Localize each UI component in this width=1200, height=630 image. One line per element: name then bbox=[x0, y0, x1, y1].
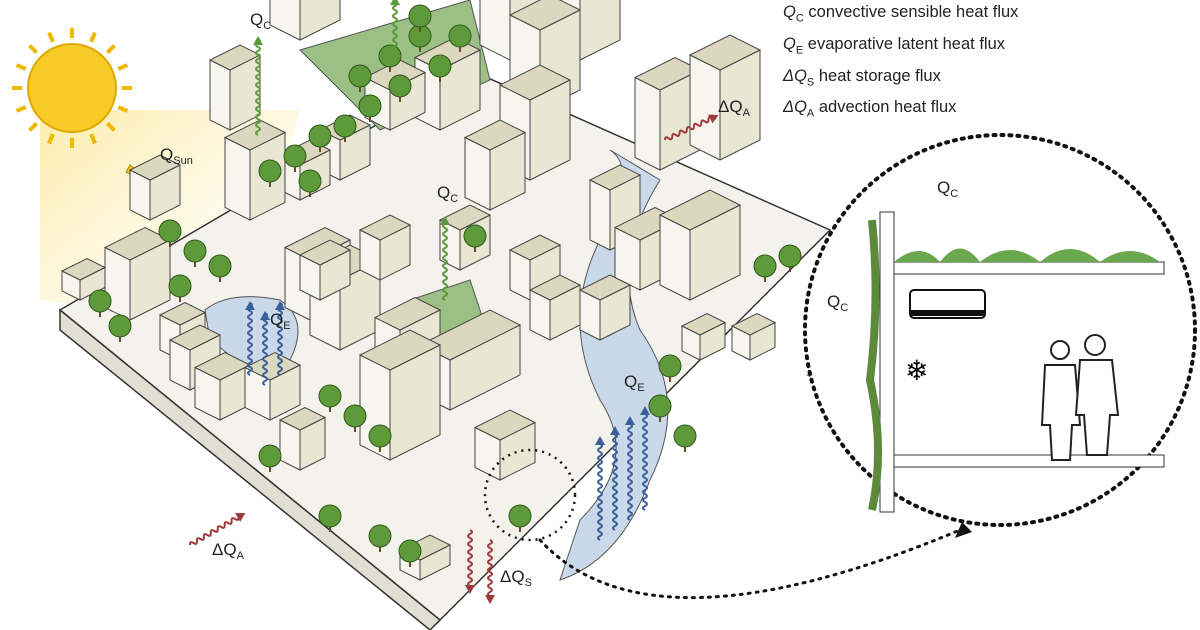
tree bbox=[408, 24, 432, 52]
building bbox=[658, 189, 742, 301]
tree bbox=[388, 74, 412, 102]
tree bbox=[463, 224, 487, 252]
storage-arrow bbox=[485, 539, 495, 604]
building bbox=[278, 406, 327, 471]
buildings bbox=[60, 0, 777, 581]
evaporative-arrow bbox=[275, 301, 285, 376]
building bbox=[358, 214, 412, 281]
building bbox=[298, 239, 352, 301]
label-qsun: QSun bbox=[160, 145, 193, 167]
tree bbox=[368, 524, 392, 552]
building bbox=[473, 409, 537, 481]
tree bbox=[283, 144, 307, 172]
label-qc-inset-wall: QC bbox=[827, 292, 848, 314]
sun-icon bbox=[12, 28, 132, 148]
evaporative-arrow bbox=[640, 406, 650, 511]
tree bbox=[308, 124, 332, 152]
building bbox=[680, 312, 727, 361]
tree bbox=[398, 539, 422, 567]
tree bbox=[658, 354, 682, 382]
label-qe-river: QE bbox=[624, 372, 645, 394]
legend-item-dqs: ΔQS heat storage flux bbox=[783, 66, 941, 88]
building bbox=[688, 34, 762, 161]
tree bbox=[333, 114, 357, 142]
tree bbox=[318, 384, 342, 412]
river bbox=[559, 149, 669, 581]
tree bbox=[778, 244, 802, 272]
label-dqa-right: ΔQA bbox=[718, 97, 751, 119]
building bbox=[128, 154, 182, 221]
green-roof bbox=[894, 248, 1160, 262]
wall bbox=[879, 211, 895, 513]
building bbox=[193, 351, 252, 421]
tree bbox=[448, 24, 472, 52]
tree bbox=[318, 504, 342, 532]
evaporative-arrow bbox=[625, 416, 635, 521]
label-dqs: ΔQS bbox=[500, 567, 532, 589]
convective-arrow bbox=[440, 216, 450, 301]
trees bbox=[88, 4, 802, 567]
tree bbox=[673, 424, 697, 452]
advection-arrow bbox=[188, 513, 246, 546]
building bbox=[208, 44, 262, 131]
building bbox=[103, 226, 172, 321]
legend-item-dqa: ΔQA advection heat flux bbox=[783, 98, 957, 120]
tree bbox=[298, 169, 322, 197]
roof-slab bbox=[893, 261, 1165, 275]
tree bbox=[428, 54, 452, 82]
tree bbox=[88, 289, 112, 317]
label-qe-pond: QE bbox=[270, 310, 291, 332]
building bbox=[730, 312, 777, 361]
evaporative-arrow bbox=[610, 426, 620, 531]
convective-arrow bbox=[253, 36, 263, 136]
label-qc-center: QC bbox=[437, 183, 458, 205]
label-qc-inset-roof: QC bbox=[937, 178, 958, 200]
tree bbox=[108, 314, 132, 342]
label-dqa-left: ΔQA bbox=[212, 540, 245, 562]
tree bbox=[508, 504, 532, 532]
cold-thermometer-icon: ❄ bbox=[905, 355, 928, 386]
tree bbox=[348, 64, 372, 92]
legend-item-qc: QC convective sensible heat flux bbox=[783, 3, 1019, 25]
convective-arrow bbox=[390, 0, 400, 51]
evaporative-arrow bbox=[260, 311, 270, 386]
tree bbox=[183, 239, 207, 267]
building bbox=[528, 274, 582, 341]
tree bbox=[368, 424, 392, 452]
building bbox=[463, 119, 527, 211]
people-icon bbox=[1040, 334, 1120, 461]
tree bbox=[753, 254, 777, 282]
tree bbox=[258, 159, 282, 187]
inset-source-circle bbox=[483, 448, 577, 542]
tree bbox=[168, 274, 192, 302]
tree bbox=[358, 94, 382, 122]
label-qc-top: QC bbox=[250, 10, 271, 32]
evaporative-arrow bbox=[595, 436, 605, 541]
building-inset: ❄ bbox=[803, 133, 1197, 527]
tree bbox=[258, 444, 282, 472]
inset-pointer bbox=[538, 528, 962, 599]
tree bbox=[158, 219, 182, 247]
floor-slab bbox=[893, 454, 1165, 468]
legend-item-qe: QE evaporative latent heat flux bbox=[783, 34, 1005, 57]
building bbox=[269, 0, 341, 41]
legend: QC convective sensible heat flux QE evap… bbox=[783, 0, 1018, 127]
tree bbox=[208, 254, 232, 282]
tree bbox=[378, 44, 402, 72]
advection-arrow bbox=[664, 114, 719, 141]
green-wall bbox=[865, 219, 882, 511]
building bbox=[60, 257, 107, 301]
tree bbox=[343, 404, 367, 432]
tree bbox=[648, 394, 672, 422]
evaporative-arrow bbox=[245, 301, 255, 376]
storage-arrow bbox=[465, 529, 475, 594]
tree bbox=[408, 4, 432, 32]
